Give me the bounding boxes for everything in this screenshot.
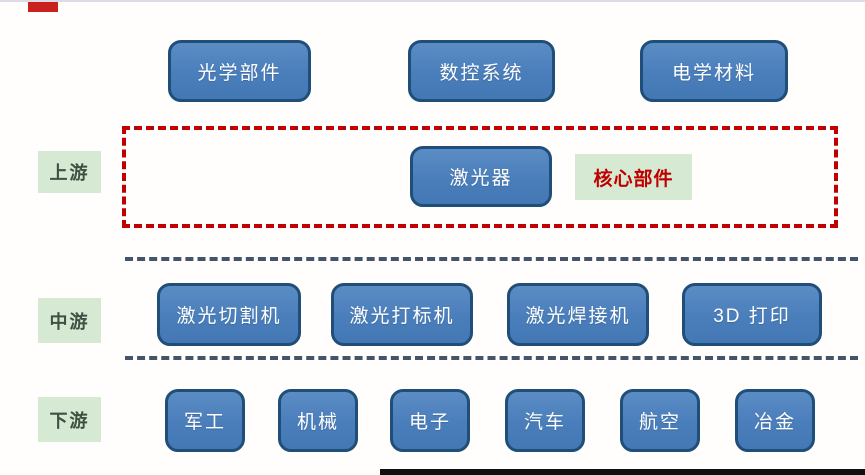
stage-label-midstream: 中游 — [38, 298, 101, 343]
box-cnc-system: 数控系统 — [408, 40, 555, 102]
separator-upstream-midstream — [125, 257, 858, 261]
box-laser-welding-machine: 激光焊接机 — [507, 283, 649, 346]
box-electrical-materials: 电学材料 — [640, 40, 788, 102]
box-laser: 激光器 — [410, 146, 552, 207]
box-laser-marking-machine: 激光打标机 — [331, 283, 473, 346]
box-optical-components: 光学部件 — [168, 40, 311, 102]
box-machinery: 机械 — [278, 389, 358, 452]
core-component-tag: 核心部件 — [575, 154, 692, 200]
box-automotive: 汽车 — [505, 389, 585, 452]
box-aviation: 航空 — [620, 389, 700, 452]
separator-midstream-downstream — [125, 356, 858, 360]
core-component-dashed-frame — [122, 126, 838, 228]
top-border-line — [0, 0, 865, 2]
box-metallurgy: 冶金 — [735, 389, 815, 452]
bottom-edge-bar — [380, 469, 865, 475]
top-left-red-mark — [28, 2, 58, 12]
box-3d-printing: 3D 打印 — [682, 283, 822, 346]
box-laser-cutting-machine: 激光切割机 — [157, 283, 301, 346]
box-electronics: 电子 — [390, 389, 470, 452]
stage-label-upstream: 上游 — [38, 151, 101, 193]
stage-label-downstream: 下游 — [38, 397, 101, 442]
box-military: 军工 — [165, 389, 245, 452]
